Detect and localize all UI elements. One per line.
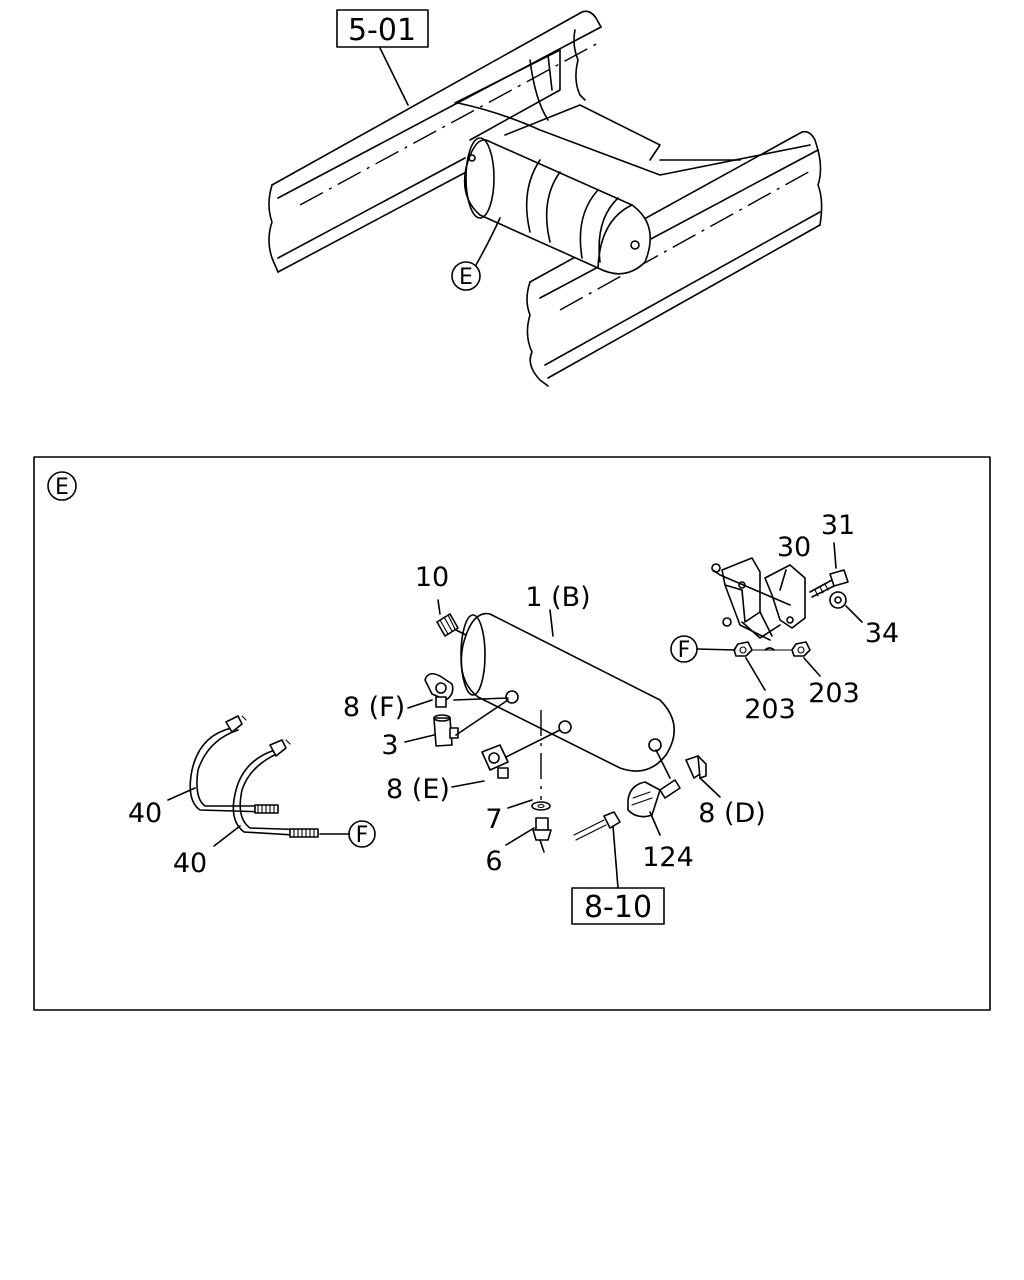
reference-box-8-10-label: 8-10 [584,890,652,925]
label-part-6: 6 [485,846,502,877]
drain-washer-7 [531,801,551,811]
label-part-40-b: 40 [173,848,207,879]
reference-box-8-10[interactable]: 8-10 [571,887,665,925]
label-part-8f: 8 (F) [343,692,405,723]
f-marker-strap-label: F [356,823,369,848]
fitting-10 [436,599,459,637]
air-tank[interactable] [455,612,675,772]
detail-panel: E [33,456,991,1011]
fitting-8e [481,744,509,779]
label-part-10: 10 [415,562,449,593]
label-part-203-b: 203 [808,678,860,709]
cross-member [454,49,811,176]
bracket-assembly-30 [711,557,806,651]
label-part-7: 7 [485,804,502,835]
label-part-34: 34 [865,618,899,649]
f-marker-bracket[interactable]: F [670,635,698,663]
section-marker-e: E [47,471,77,501]
left-frame-rail [268,10,602,273]
strap-40-a [189,715,279,814]
label-part-8e: 8 (E) [386,774,450,805]
air-tank-top [463,137,652,275]
label-part-8d: 8 (D) [698,798,766,829]
right-frame-rail [526,130,823,387]
harness-connector [573,811,621,841]
tee-fitting-3 [433,714,459,747]
label-part-1b: 1 (B) [525,582,590,613]
f-marker-bracket-label: F [678,638,691,663]
label-part-31: 31 [821,510,855,541]
nut-34 [829,591,847,609]
leader-lines [167,542,863,889]
callout-e-top-label: E [459,265,473,290]
strap-40-b [232,739,319,838]
label-part-40-a: 40 [128,798,162,829]
leader-f-bracket [696,648,736,651]
reference-box-5-01[interactable]: 5-01 [336,9,429,48]
part-labels: 10 1 (B) 8 (F) 3 8 (E) 7 6 124 8 (D) 30 … [128,510,899,879]
label-part-203-a: 203 [744,694,796,725]
callout-e-top[interactable]: E [451,261,481,291]
drain-valve-6 [532,817,552,853]
label-part-3: 3 [381,730,398,761]
label-part-30: 30 [777,532,811,563]
reference-box-5-01-label: 5-01 [348,13,416,48]
bolt-31 [809,569,849,598]
chassis-view: 5-01 E [268,9,823,387]
section-marker-e-label: E [55,475,69,500]
f-marker-strap[interactable]: F [348,820,376,848]
detail-frame [33,456,991,1011]
nut-203-a [733,641,753,657]
nut-203-b [791,641,811,657]
label-part-124: 124 [642,842,694,873]
pressure-switch-124 [627,779,681,818]
elbow-fitting-8f [424,672,454,708]
leader-5-01 [379,47,409,106]
leader-e-top [475,217,501,266]
fitting-8d [685,755,707,779]
